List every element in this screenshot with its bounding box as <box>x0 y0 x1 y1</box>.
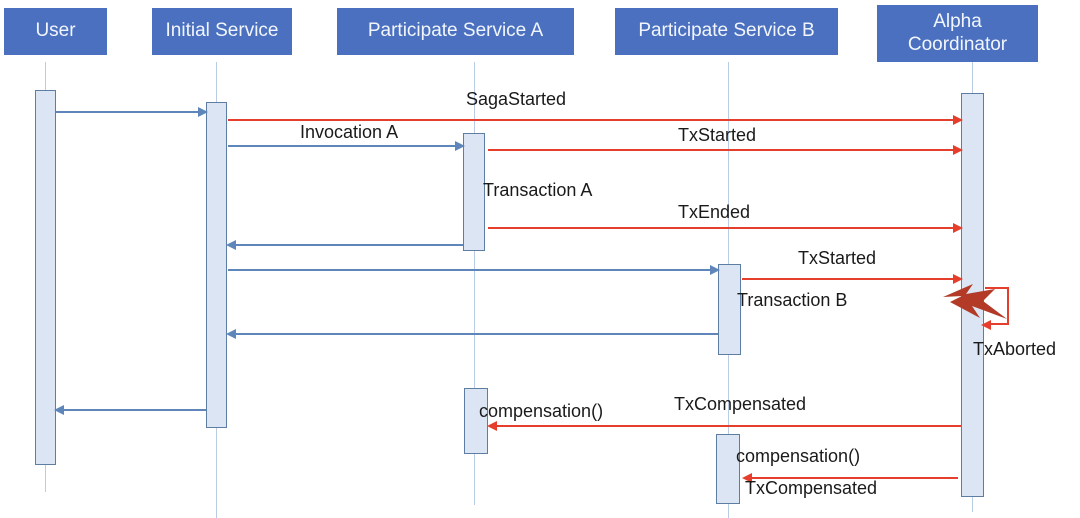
activation-transaction-a <box>463 133 485 251</box>
activation-compensation-b <box>716 434 740 504</box>
message-label-compensation-a: compensation() <box>479 401 604 421</box>
message-label-tx-compensated-a: TxCompensated <box>674 394 807 414</box>
actor-label: Participate Service A <box>367 20 544 42</box>
arrow-return-a-to-initial <box>226 240 463 250</box>
actor-header-user: User <box>4 8 107 55</box>
message-label-tx-aborted: TxAborted <box>973 339 1057 359</box>
message-label-tx-started-a: TxStarted <box>678 125 757 145</box>
actor-header-participate-service-a: Participate Service A <box>337 8 574 55</box>
arrow-saga-started <box>228 115 963 125</box>
arrow-tx-compensated-a <box>487 421 961 431</box>
arrow-return-initial-to-user <box>54 405 206 415</box>
arrow-tx-aborted-self-loop <box>981 287 1009 330</box>
message-label-transaction-a: Transaction A <box>483 180 593 200</box>
actor-label: Initial Service <box>165 20 279 42</box>
arrow-tx-started-a <box>488 145 963 155</box>
failure-bolt-icon <box>943 284 1007 319</box>
arrow-invocation-a <box>228 141 465 151</box>
actor-header-participate-service-b: Participate Service B <box>615 8 838 55</box>
arrow-tx-ended <box>488 223 963 233</box>
arrow-tx-started-b <box>742 274 963 284</box>
actor-header-alpha-coordinator: Alpha Coordinator <box>877 5 1038 62</box>
actor-label: Alpha Coordinator <box>907 10 1008 55</box>
actor-header-initial-service: Initial Service <box>152 8 292 55</box>
arrow-invocation-b <box>228 265 720 275</box>
message-label-tx-ended: TxEnded <box>678 202 751 222</box>
activation-transaction-b <box>718 264 741 355</box>
activation-user <box>35 90 56 465</box>
message-label-tx-started-b: TxStarted <box>798 248 877 268</box>
actor-label: Participate Service B <box>638 20 815 42</box>
arrow-tx-compensated-b <box>742 473 958 483</box>
message-label-transaction-b: Transaction B <box>737 290 848 310</box>
message-label-invocation-a: Invocation A <box>300 122 399 142</box>
message-label-compensation-b: compensation() <box>736 446 861 466</box>
activation-initial-service <box>206 102 227 428</box>
message-label-tx-compensated-b: TxCompensated <box>745 478 878 498</box>
lifeline-participate-service-a <box>474 62 475 505</box>
arrow-return-b-to-initial <box>226 329 718 339</box>
message-label-saga-started: SagaStarted <box>466 89 567 109</box>
actor-label: User <box>35 20 76 42</box>
arrow-user-to-initial <box>56 107 208 117</box>
